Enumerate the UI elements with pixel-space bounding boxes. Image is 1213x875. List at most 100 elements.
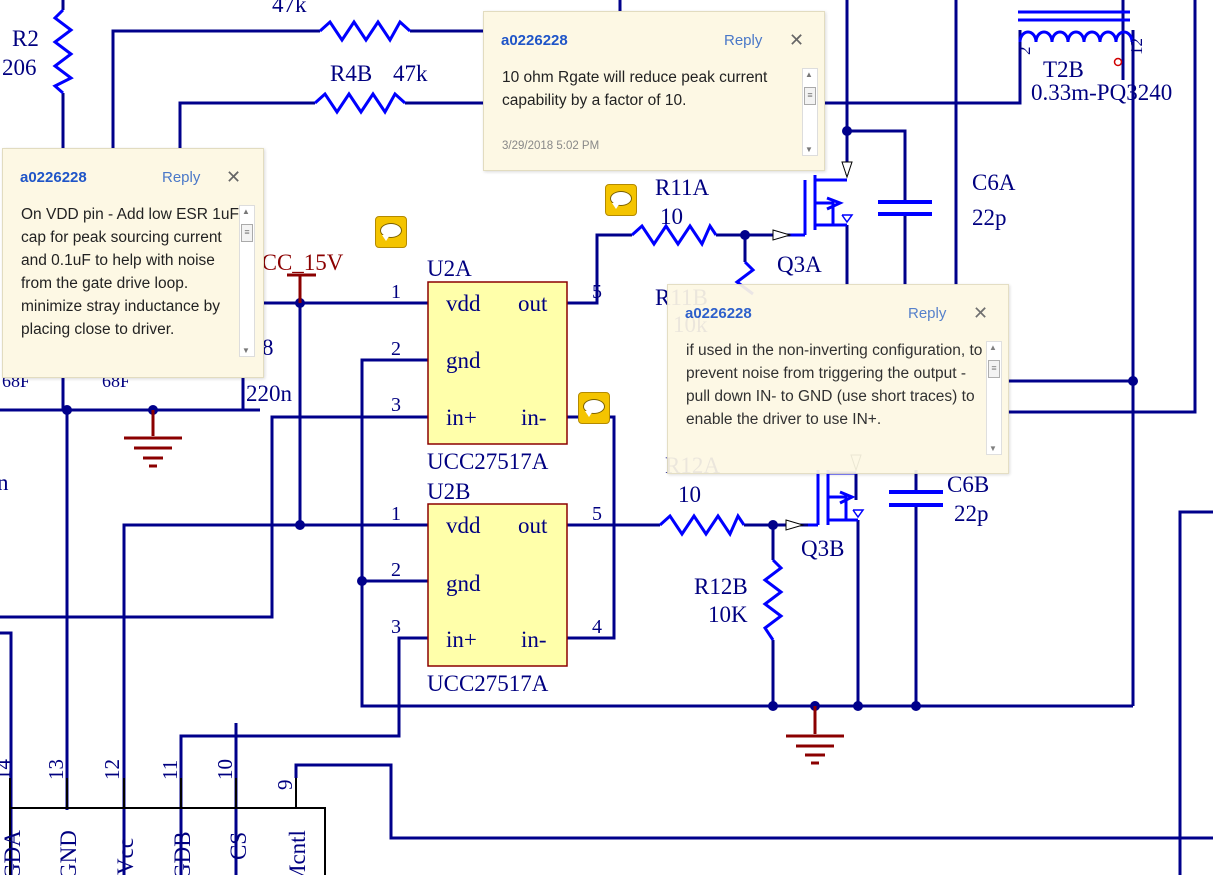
u2a-pin-inm: in- (521, 405, 547, 430)
resistor-r11a (630, 222, 718, 248)
comment-popup-rgate: a0226228 Reply ✕ 10 ohm Rgate will reduc… (483, 11, 825, 171)
close-icon[interactable]: ✕ (973, 303, 989, 323)
mosfet-q3a (790, 175, 854, 237)
r11a-designator: R11A (655, 175, 709, 200)
r11a-value: 10 (660, 204, 683, 229)
u2a-pin5-num: 5 (592, 281, 602, 303)
t2b-pin-left: 2 (1015, 47, 1034, 56)
comment-timestamp: 3/29/2018 5:02 PM (502, 140, 600, 152)
scroll-thumb[interactable]: ≡ (804, 87, 816, 105)
comment-marker-rgate[interactable] (605, 184, 637, 216)
resistor-r12b (762, 558, 784, 641)
conn-name-gnd: GND (56, 830, 81, 875)
u2a-pin-inp: in+ (446, 405, 477, 430)
u2a-pin3-num: 3 (391, 394, 401, 416)
left-edge-letter: n (0, 470, 9, 495)
close-icon[interactable]: ✕ (789, 30, 805, 50)
conn-pin-9: 9 (273, 780, 297, 791)
q3b-designator: Q3B (801, 536, 844, 561)
comment-author[interactable]: a0226228 (685, 305, 752, 322)
capacitors (878, 200, 943, 507)
conn-pin-14: 14 (0, 759, 15, 781)
u2b-pin-inp: in+ (446, 627, 477, 652)
u2b-pin5-num: 5 (592, 503, 602, 525)
comment-scrollbar[interactable]: ▲ ≡ ▼ (802, 68, 818, 156)
q3a-designator: Q3A (777, 252, 822, 277)
resistors (52, 8, 784, 641)
t2b-designator: T2B (1043, 57, 1084, 82)
u2a-part: UCC27517A (427, 449, 549, 474)
resistor-r12a (658, 512, 746, 538)
conn-name-cs: CS (226, 832, 251, 860)
u2b-pin4-num: 4 (592, 616, 602, 638)
u2b-part: UCC27517A (427, 671, 549, 696)
resistor-r2 (52, 8, 74, 95)
scroll-thumb[interactable]: ≡ (988, 360, 1000, 378)
connector-pins (9, 778, 297, 808)
comment-popup-vdd: a0226228 Reply ✕ On VDD pin - Add low ES… (2, 148, 264, 378)
scroll-down-icon[interactable]: ▼ (989, 444, 997, 453)
comment-body: if used in the non-inverting configurati… (686, 342, 983, 428)
comment-body: On VDD pin - Add low ESR 1uF cap for pea… (21, 206, 239, 338)
r4b-value: 47k (393, 61, 428, 86)
c6b-designator: C6B (947, 472, 989, 497)
conn-name-vcc: Vcc (113, 838, 138, 875)
conn-pin-10: 10 (213, 759, 237, 780)
ground-symbol-bottom (786, 706, 844, 765)
connector-body (9, 807, 326, 875)
scroll-down-icon[interactable]: ▼ (805, 145, 813, 154)
scroll-up-icon[interactable]: ▲ (242, 207, 250, 216)
conn-name-gda: GDA (0, 830, 25, 875)
comment-body: 10 ohm Rgate will reduce peak current ca… (502, 69, 768, 109)
comment-popup-inm: a0226228 Reply ✕ if used in the non-inve… (667, 284, 1009, 474)
ground-symbol-left (124, 410, 182, 468)
r12b-value: 10K (708, 602, 748, 627)
comment-author[interactable]: a0226228 (20, 169, 87, 186)
transformer-t2b (1018, 10, 1134, 43)
u2b-pin2-num: 2 (391, 559, 401, 581)
ic-u2a-body (427, 281, 568, 445)
comment-author[interactable]: a0226228 (501, 32, 568, 49)
resistor-r4a (318, 19, 412, 43)
scroll-down-icon[interactable]: ▼ (242, 346, 250, 355)
resistor-r4b (313, 91, 407, 115)
c6a-value: 22p (972, 205, 1007, 230)
comment-marker-inm[interactable] (578, 392, 610, 424)
comment-reply-button[interactable]: Reply (724, 32, 763, 49)
conn-pin-11: 11 (158, 760, 182, 780)
u2b-pin-gnd: gnd (446, 571, 481, 596)
close-icon[interactable]: ✕ (226, 167, 242, 187)
comment-scrollbar[interactable]: ▲ ≡ ▼ (986, 341, 1002, 455)
conn-pin-12: 12 (100, 759, 124, 780)
scroll-thumb[interactable]: ≡ (241, 224, 253, 242)
u2b-pin-out: out (518, 513, 548, 538)
comment-reply-button[interactable]: Reply (908, 305, 947, 322)
comment-reply-button[interactable]: Reply (162, 169, 201, 186)
r12b-designator: R12B (694, 574, 748, 599)
scroll-up-icon[interactable]: ▲ (989, 343, 997, 352)
r2-value: 206 (2, 55, 37, 80)
scroll-up-icon[interactable]: ▲ (805, 70, 813, 79)
u2a-pin1-num: 1 (391, 281, 401, 303)
u2a-pin2-num: 2 (391, 338, 401, 360)
r12a-value: 10 (678, 482, 701, 507)
u2b-pin-vdd: vdd (446, 513, 481, 538)
c6b-value: 22p (954, 501, 989, 526)
vcc-symbol (287, 273, 316, 303)
cap-designator-partial: 8 (262, 335, 274, 360)
conn-name-gdb: GDB (170, 831, 195, 875)
u2b-designator: U2B (427, 479, 470, 504)
u2a-pin-out: out (518, 291, 548, 316)
u2a-pin-gnd: gnd (446, 348, 481, 373)
r4b-designator: R4B (330, 61, 372, 86)
u2a-designator: U2A (427, 256, 472, 281)
u2b-pin-inm: in- (521, 627, 547, 652)
r2-designator: R2 (12, 26, 39, 51)
comment-marker-vdd[interactable] (375, 216, 407, 248)
c6a-designator: C6A (972, 170, 1016, 195)
ic-u2b-body (427, 503, 568, 667)
comment-scrollbar[interactable]: ▲ ≡ ▼ (239, 205, 255, 357)
conn-name-mcntl: Mcntl (285, 830, 310, 875)
